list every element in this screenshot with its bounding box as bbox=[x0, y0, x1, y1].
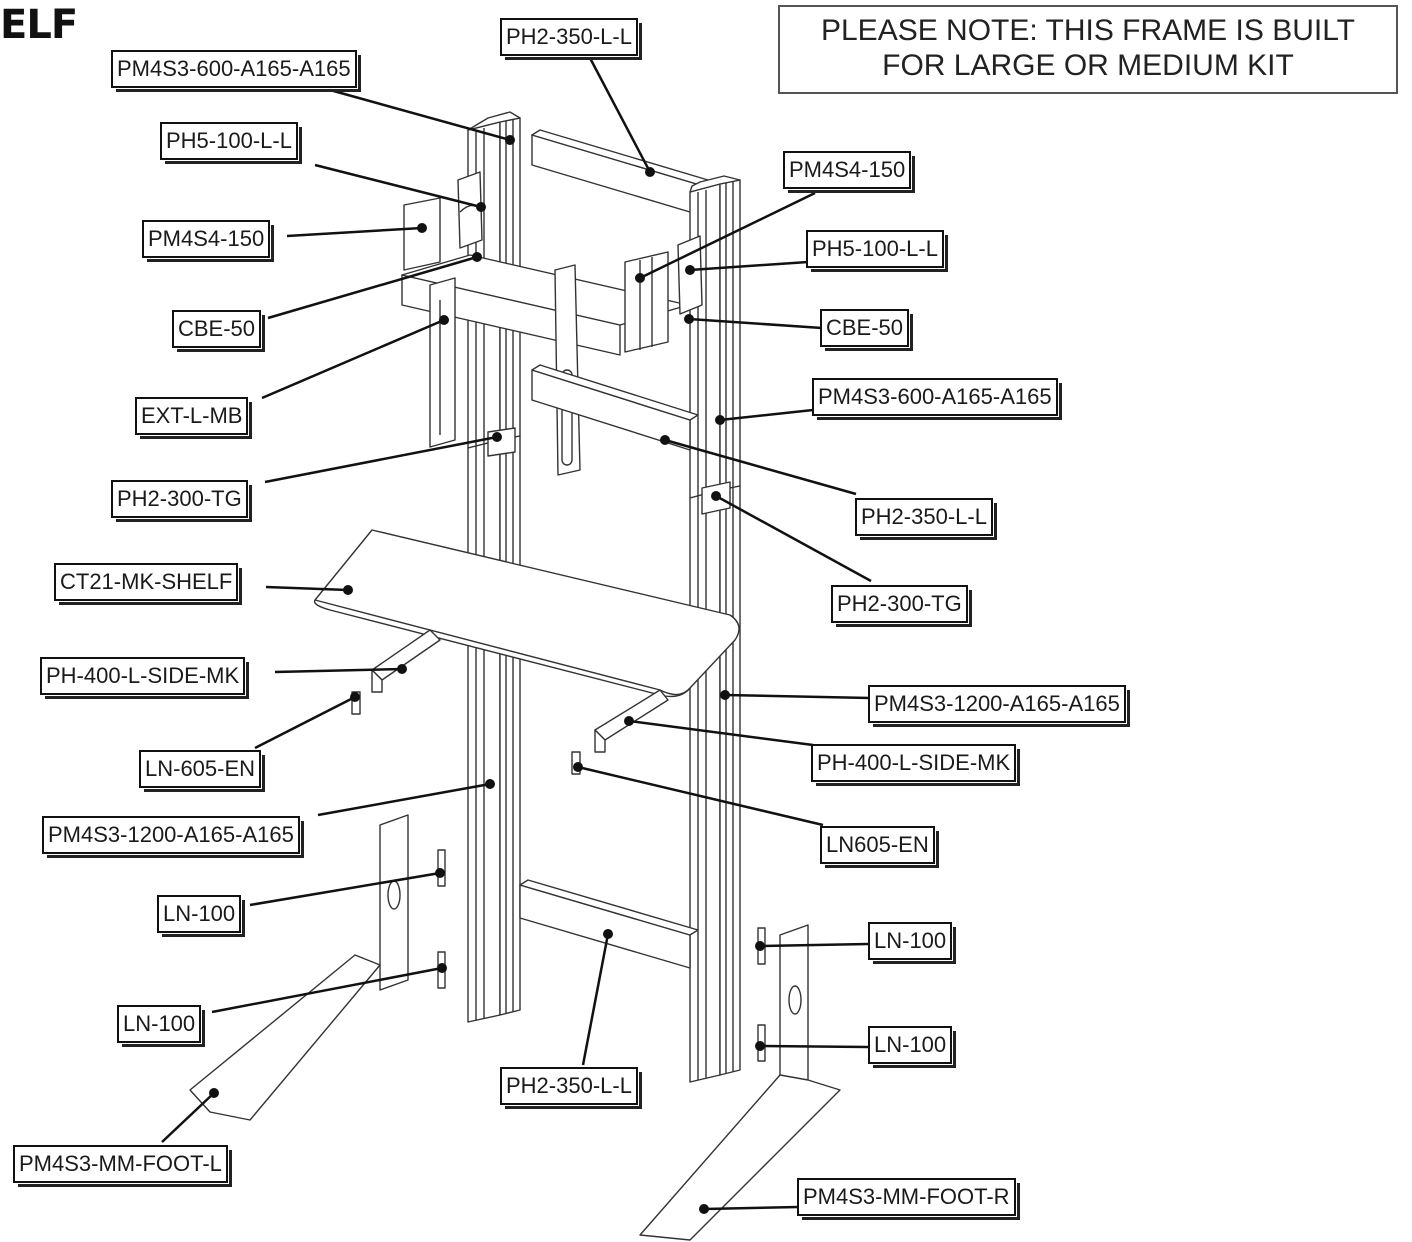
note-box: PLEASE NOTE: THIS FRAME IS BUILT FOR LAR… bbox=[778, 5, 1398, 94]
callout-ph5-100-right: PH5-100-L-L bbox=[806, 230, 948, 272]
crossbar-top bbox=[531, 129, 709, 216]
crossbar-middle bbox=[531, 364, 699, 451]
callout-cbe-50-right: CBE-50 bbox=[820, 309, 914, 351]
callout-ln-100-left-lower: LN-100 bbox=[117, 1005, 206, 1047]
callout-pm4s3-1200-right: PM4S3-1200-A165-A165 bbox=[868, 685, 1130, 727]
callout-ph2-300-tg-left: PH2-300-TG bbox=[111, 480, 252, 522]
callout-ph-400-side-left: PH-400-L-SIDE-MK bbox=[40, 657, 250, 699]
vertical-mount-plate bbox=[554, 264, 581, 476]
callout-pm4s4-150-right: PM4S4-150 bbox=[783, 151, 916, 193]
callout-ln-100-right-upper: LN-100 bbox=[868, 922, 957, 964]
callout-pm4s3-600-right: PM4S3-600-A165-A165 bbox=[812, 378, 1062, 420]
callout-ln-605-en-left: LN-605-EN bbox=[139, 750, 266, 792]
callout-ln-100-right-lower: LN-100 bbox=[868, 1026, 957, 1068]
callout-ph2-350-top: PH2-350-L-L bbox=[500, 18, 642, 60]
callout-pm4s3-mm-foot-r: PM4S3-MM-FOOT-R bbox=[797, 1178, 1020, 1220]
crossbar-bottom bbox=[519, 879, 699, 969]
callout-pm4s3-1200-left: PM4S3-1200-A165-A165 bbox=[42, 816, 304, 858]
callout-ph5-100-left: PH5-100-L-L bbox=[160, 122, 302, 164]
callout-ext-l-mb: EXT-L-MB bbox=[135, 397, 253, 439]
leader-lines bbox=[161, 57, 872, 1211]
callout-ln605-en-right: LN605-EN bbox=[820, 826, 939, 868]
callout-pm4s4-150-left: PM4S4-150 bbox=[142, 220, 275, 262]
leader-dots bbox=[209, 135, 765, 1214]
callout-ln-100-left-upper: LN-100 bbox=[157, 895, 246, 937]
left-foot bbox=[189, 814, 446, 1121]
right-upright-lower bbox=[689, 481, 741, 1083]
callout-ct21-mk-shelf: CT21-MK-SHELF bbox=[54, 563, 243, 605]
note-line-2: FOR LARGE OR MEDIUM KIT bbox=[882, 49, 1294, 82]
callout-ph2-350-bottom: PH2-350-L-L bbox=[500, 1067, 642, 1109]
callout-cbe-50-left: CBE-50 bbox=[172, 310, 266, 352]
heading-fragment: ELF bbox=[0, 2, 78, 48]
callout-ph2-300-tg-right: PH2-300-TG bbox=[831, 585, 972, 627]
callout-pm4s3-600-left: PM4S3-600-A165-A165 bbox=[111, 50, 361, 92]
callout-pm4s3-mm-foot-l: PM4S3-MM-FOOT-L bbox=[13, 1145, 232, 1187]
note-line-1: PLEASE NOTE: THIS FRAME IS BUILT bbox=[820, 14, 1355, 47]
left-brackets bbox=[403, 171, 483, 271]
left-upright-lower bbox=[467, 427, 521, 1023]
callout-ph-400-side-right: PH-400-L-SIDE-MK bbox=[811, 744, 1021, 786]
callout-ph2-350-middle: PH2-350-L-L bbox=[855, 498, 997, 540]
